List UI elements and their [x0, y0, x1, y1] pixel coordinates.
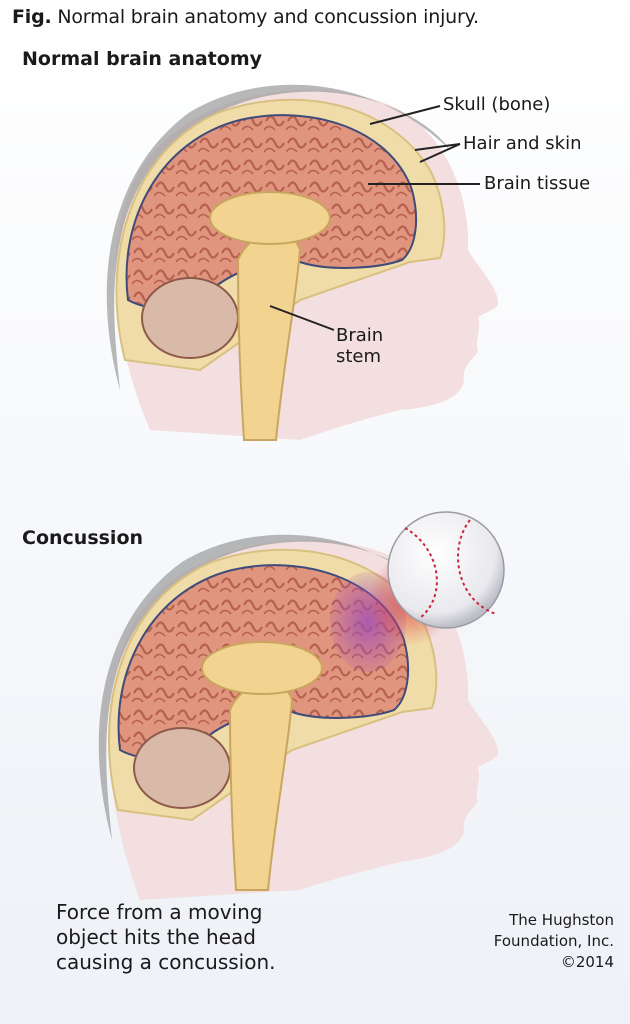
- caption-line2: object hits the head: [56, 925, 256, 949]
- label-skull: Skull (bone): [443, 94, 551, 115]
- section-heading-concussion: Concussion: [22, 527, 144, 549]
- caption: Force from a moving object hits the head…: [56, 900, 276, 975]
- leader-skull: [369, 105, 441, 125]
- section-heading-normal: Normal brain anatomy: [22, 48, 263, 70]
- figure-title: Fig. Normal brain anatomy and concussion…: [12, 6, 479, 28]
- caption-line1: Force from a moving: [56, 900, 263, 924]
- normal-cerebellum: [141, 277, 239, 359]
- leader-hair-2: [419, 143, 461, 163]
- label-brain-tissue: Brain tissue: [484, 173, 591, 194]
- figure-title-text: Normal brain anatomy and concussion inju…: [57, 6, 479, 28]
- label-brain-stem: Brain stem: [336, 325, 383, 367]
- credit-line2: Foundation, Inc.: [493, 932, 614, 950]
- label-brain-stem-line2: stem: [336, 346, 382, 367]
- leader-hair-1: [414, 143, 461, 151]
- credit: The Hughston Foundation, Inc. ©2014: [494, 910, 614, 973]
- label-leaders-top: [269, 105, 480, 331]
- concussion-cerebellum: [133, 727, 231, 809]
- figure-title-prefix: Fig.: [12, 6, 52, 28]
- caption-line3: causing a concussion.: [56, 950, 276, 974]
- label-hair-skin: Hair and skin: [463, 133, 582, 154]
- leader-brain-stem: [269, 305, 335, 331]
- credit-line3: ©2014: [560, 953, 614, 971]
- baseball-icon: [387, 511, 505, 629]
- concussion-corpus-callosum: [201, 641, 323, 695]
- label-brain-stem-line1: Brain: [336, 325, 384, 346]
- normal-head: [106, 84, 499, 441]
- credit-line1: The Hughston: [509, 911, 614, 929]
- normal-corpus-callosum: [209, 191, 331, 245]
